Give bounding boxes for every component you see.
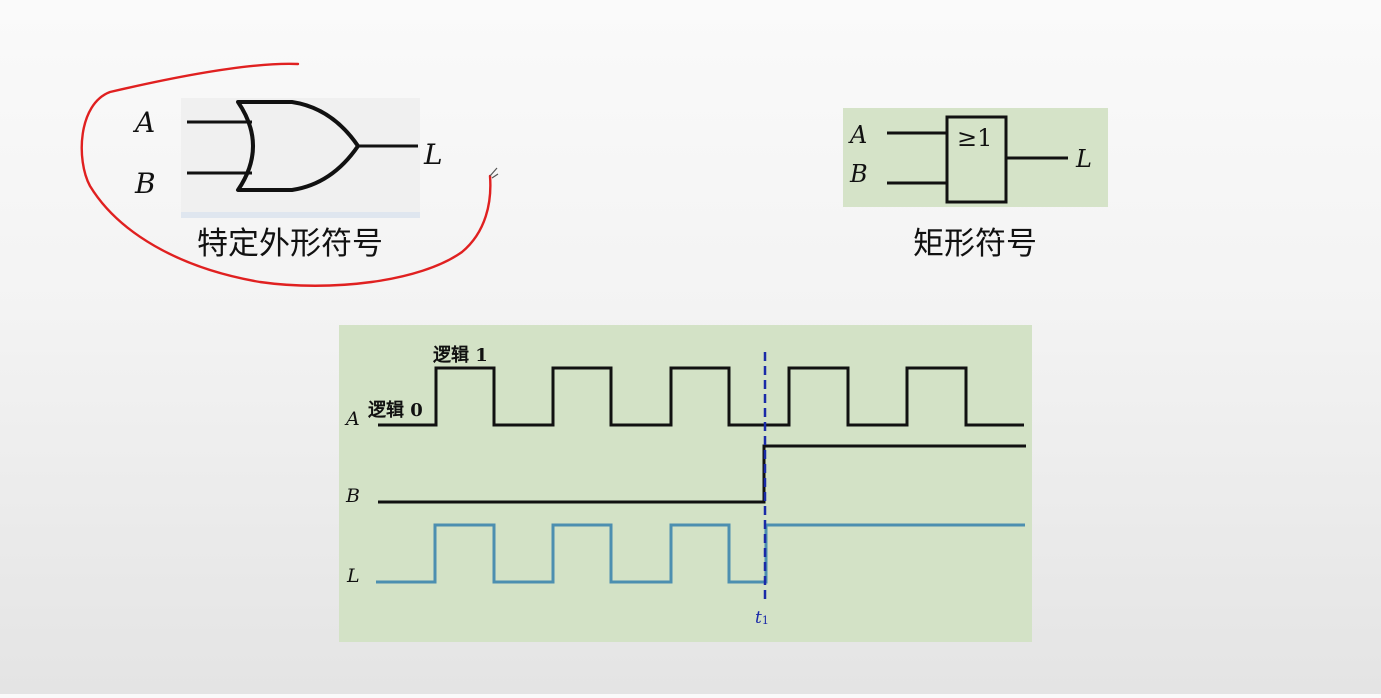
- time-marker-label: t1: [755, 608, 769, 628]
- rect-output-l-label: L: [1075, 145, 1092, 173]
- logic-high-annotation: 逻辑 1: [433, 344, 488, 366]
- gate-function-symbol: ≥1: [957, 124, 992, 152]
- waveform-a: [378, 366, 1024, 427]
- waveform-l: [376, 523, 1025, 584]
- or-gate-shape: [236, 100, 360, 192]
- rectangular-or-gate-figure: ≥1 A B L 矩形符号: [843, 108, 1108, 262]
- rect-input-a-label: A: [848, 121, 867, 149]
- gate-input-a-label: A: [132, 106, 155, 139]
- time-marker-letter: t: [755, 608, 762, 628]
- timing-panel-background: [339, 325, 1032, 642]
- waveform-b: [378, 444, 1026, 504]
- distinctive-or-gate-figure: A B L 特定外形符号: [132, 98, 443, 262]
- timing-diagram: A B L 逻辑 1 逻辑 0 t1: [339, 325, 1032, 642]
- timing-signal-a-label: A: [344, 408, 360, 430]
- time-marker-subscript: 1: [762, 614, 769, 627]
- pen-cursor-icon: [489, 167, 499, 179]
- gate-output-l-label: L: [423, 138, 443, 171]
- red-annotation-circle: [80, 62, 492, 287]
- gate-image-background: [181, 98, 420, 218]
- gate-image-bottom-strip: [181, 212, 420, 218]
- logic-low-annotation: 逻辑 0: [368, 399, 423, 421]
- rect-input-b-label: B: [849, 160, 868, 188]
- rect-gate-background: [843, 108, 1108, 207]
- timing-signal-l-label: L: [346, 565, 360, 587]
- gate-input-b-label: B: [134, 167, 156, 200]
- timing-signal-b-label: B: [345, 485, 360, 507]
- rectangular-symbol-caption: 矩形符号: [913, 226, 1037, 262]
- distinctive-symbol-caption: 特定外形符号: [197, 226, 383, 262]
